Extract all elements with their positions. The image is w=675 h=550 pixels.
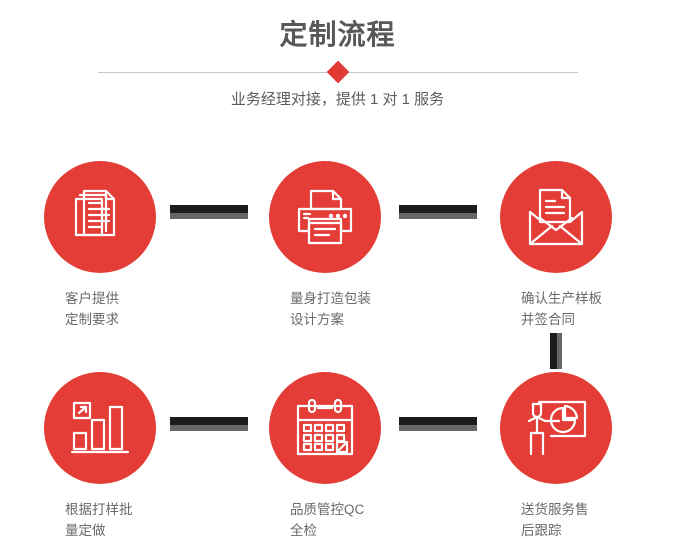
documents-stack-icon xyxy=(44,161,156,273)
calendar-check-icon xyxy=(269,372,381,484)
flow-step-4-label: 根据打样批 量定做 xyxy=(65,502,133,538)
connector-arrow-4-5 xyxy=(170,417,248,431)
connector-bar-dark xyxy=(170,205,248,213)
flow-step-2-label: 量身打造包装 设计方案 xyxy=(290,291,371,327)
envelope-document-icon xyxy=(500,161,612,273)
page-title: 定制流程 xyxy=(279,19,396,50)
connector-bar-dark xyxy=(550,333,557,369)
flow-step-6-label: 送货服务售 后跟踪 xyxy=(521,502,589,538)
bar-chart-growth-icon xyxy=(44,372,156,484)
presenter-pie-chart-icon xyxy=(500,372,612,484)
page-header: 定制流程 业务经理对接，提供 1 对 1 服务 xyxy=(0,0,675,130)
printer-icon xyxy=(269,161,381,273)
page-subtitle: 业务经理对接，提供 1 对 1 服务 xyxy=(230,91,445,108)
connector-bar-gray xyxy=(557,333,562,369)
connector-bar-dark xyxy=(170,417,248,425)
connector-bar-gray xyxy=(170,213,248,219)
connector-bar-dark xyxy=(399,417,477,425)
connector-arrow-3-6 xyxy=(550,333,562,369)
flow-step-1-label: 客户提供 定制要求 xyxy=(65,291,119,327)
connector-arrow-5-6 xyxy=(399,417,477,431)
connector-arrow-1-2 xyxy=(170,205,248,219)
flow-step-5-label: 品质管控QC 全检 xyxy=(290,502,365,538)
connector-bar-dark xyxy=(399,205,477,213)
connector-bar-gray xyxy=(399,425,477,431)
connector-bar-gray xyxy=(170,425,248,431)
connector-bar-gray xyxy=(399,213,477,219)
title-divider xyxy=(98,60,578,84)
connector-arrow-2-3 xyxy=(399,205,477,219)
flow-step-3-label: 确认生产样板 并签合同 xyxy=(521,291,602,327)
